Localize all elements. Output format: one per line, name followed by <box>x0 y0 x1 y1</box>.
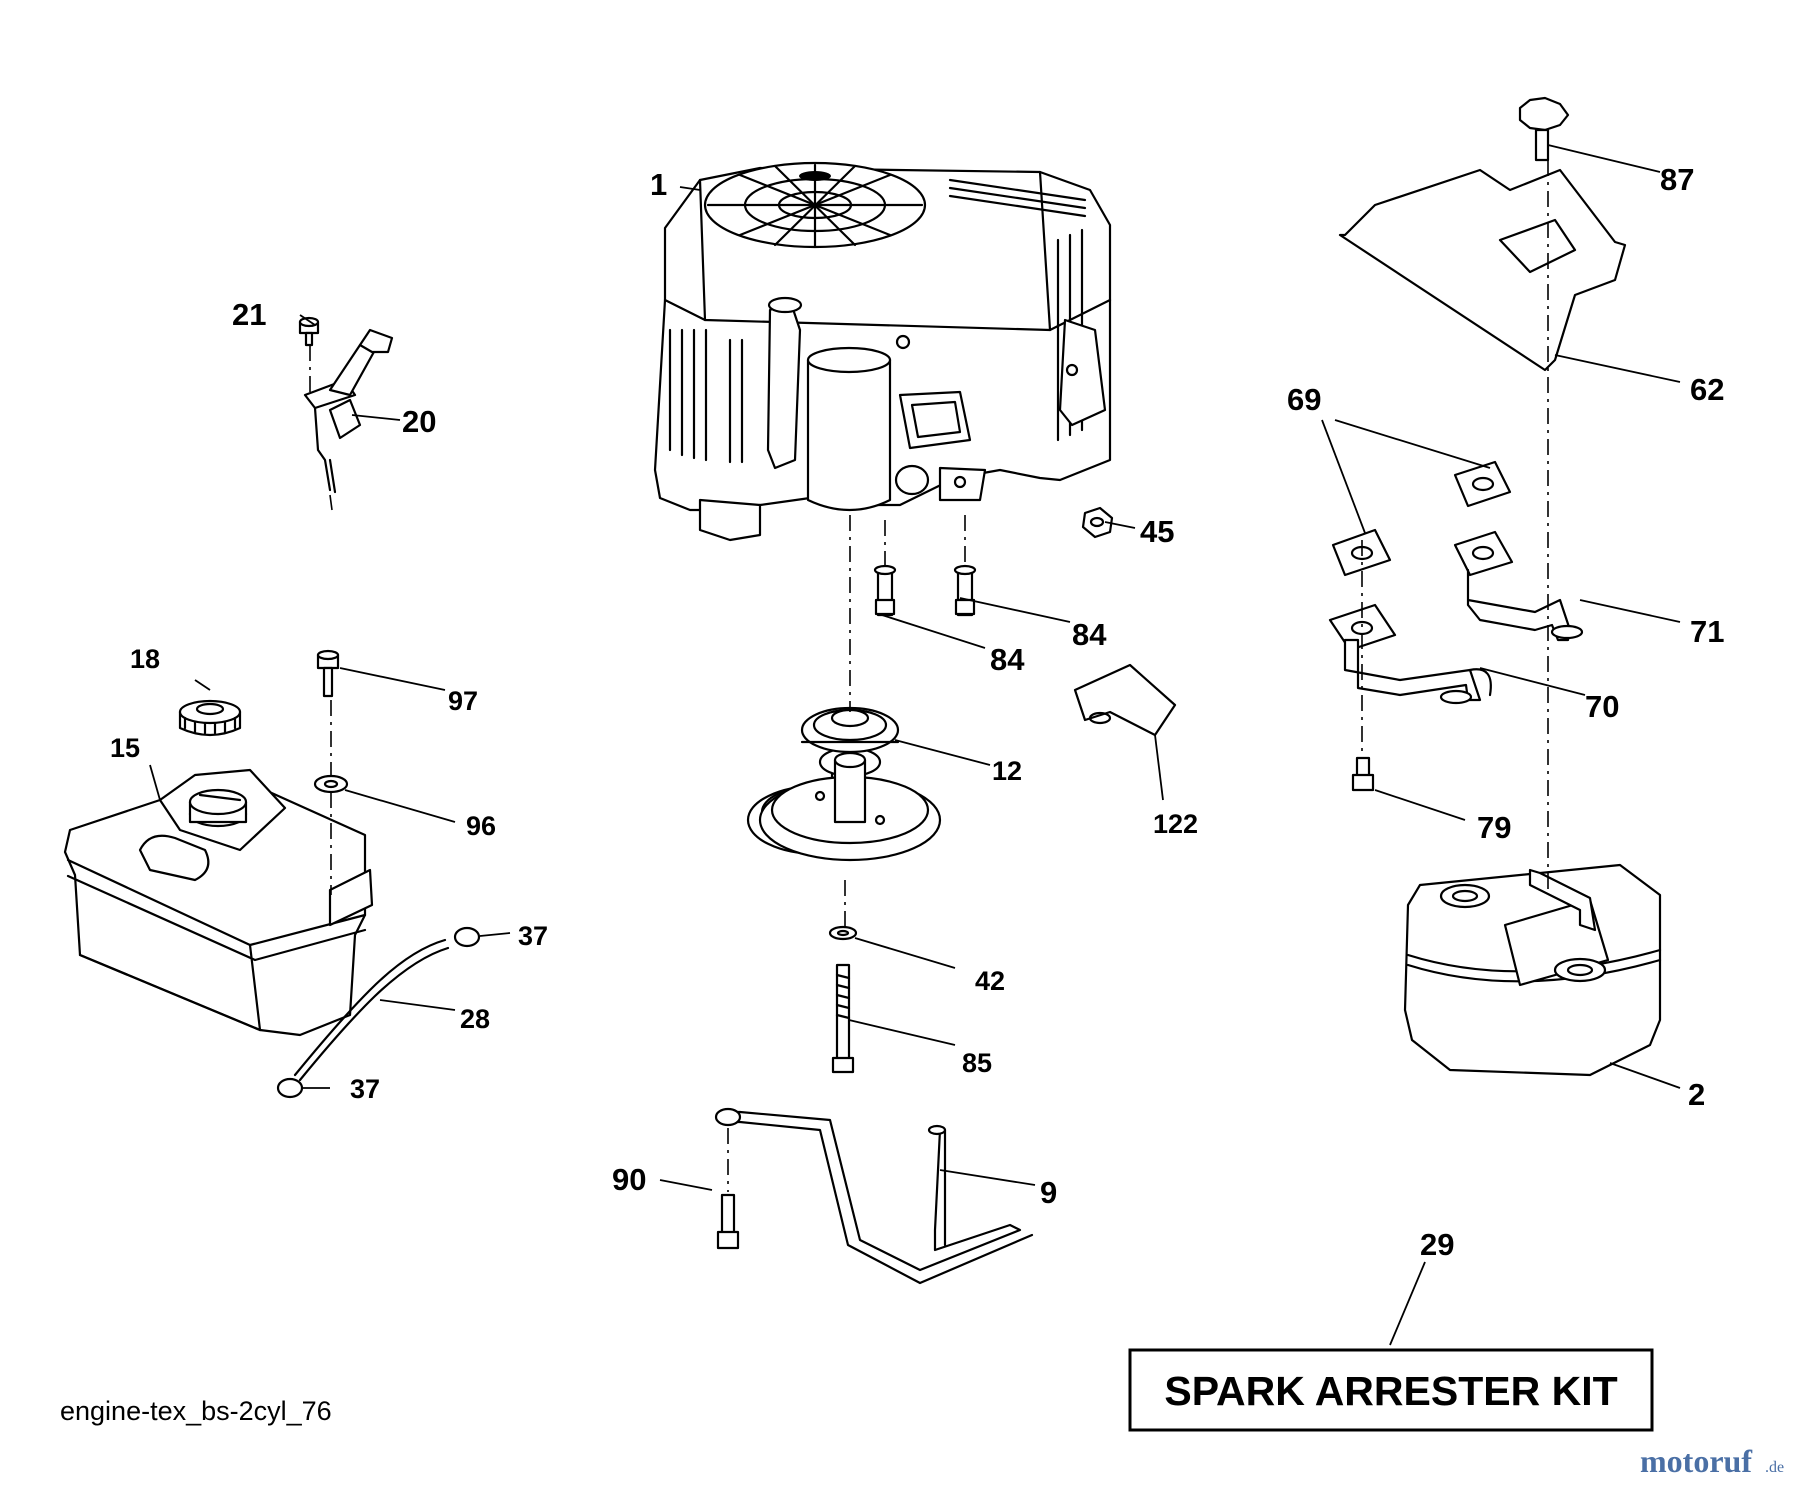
hose-part-28 <box>293 938 450 1082</box>
fuel-cap-part-18 <box>178 699 242 737</box>
spark-arrester-kit-box: SPARK ARRESTER KIT <box>1128 1348 1654 1432</box>
callout-labels: 1 87 62 69 71 70 79 2 29 45 84 84 12 122… <box>110 162 1724 1262</box>
callout-21: 21 <box>232 297 266 332</box>
drawing-code: engine-tex_bs-2cyl_76 <box>60 1396 332 1426</box>
exhaust-pipe-part-71 <box>1453 530 1584 642</box>
callout-28: 28 <box>460 1004 490 1034</box>
callout-2: 2 <box>1688 1077 1705 1112</box>
callout-42: 42 <box>975 966 1005 996</box>
deflector-part-122 <box>1073 663 1177 737</box>
bolt-part-90 <box>716 1193 740 1250</box>
callout-71: 71 <box>1690 614 1724 649</box>
spark-arrester-kit-label: SPARK ARRESTER KIT <box>1164 1368 1617 1414</box>
callout-18: 18 <box>130 644 160 674</box>
callout-15: 15 <box>110 733 140 763</box>
callout-84b: 84 <box>1072 617 1107 652</box>
bolt-part-85 <box>831 963 855 1074</box>
washer-part-96 <box>313 774 349 794</box>
clamp-part-37a <box>453 926 481 948</box>
callout-87: 87 <box>1660 162 1694 197</box>
callout-29: 29 <box>1420 1227 1454 1262</box>
callout-70: 70 <box>1585 689 1619 724</box>
watermark-suffix: .de <box>1765 1459 1784 1476</box>
fuel-tank-part-15 <box>63 768 374 1037</box>
callout-37b: 37 <box>350 1074 380 1104</box>
bracket-part-9 <box>714 1107 1034 1285</box>
callout-1: 1 <box>650 167 667 202</box>
muffler-part-2 <box>1403 863 1662 1077</box>
callout-85: 85 <box>962 1048 992 1078</box>
exhaust-pipe-part-70 <box>1328 603 1492 705</box>
callout-12: 12 <box>992 756 1022 786</box>
knob-part-87 <box>1518 96 1570 162</box>
callout-37a: 37 <box>518 921 548 951</box>
callout-79: 79 <box>1477 810 1511 845</box>
callout-84a: 84 <box>990 642 1025 677</box>
washer-part-42 <box>828 925 858 941</box>
nut-part-45 <box>1081 506 1114 539</box>
bolt-part-79 <box>1351 756 1375 792</box>
callout-20: 20 <box>402 404 436 439</box>
callout-90: 90 <box>612 1162 646 1197</box>
leader-lines <box>149 144 1681 1346</box>
callout-96: 96 <box>466 811 496 841</box>
callout-122: 122 <box>1153 809 1198 839</box>
screw-part-97 <box>316 649 340 698</box>
engine-part-1 <box>653 161 1112 542</box>
callout-9: 9 <box>1040 1175 1057 1210</box>
watermark: motoruf .de <box>1640 1443 1784 1479</box>
watermark-text: motoruf <box>1640 1443 1752 1479</box>
gasket-part-69b <box>1453 460 1512 508</box>
throttle-control-part-20 <box>303 328 394 511</box>
callout-62: 62 <box>1690 372 1724 407</box>
bolt-part-84a <box>873 564 897 617</box>
bolt-part-84b <box>953 564 977 617</box>
assembly-lines <box>330 160 1549 1192</box>
pulley-part-12 <box>746 706 942 862</box>
clamp-part-37b <box>276 1077 304 1099</box>
heat-shield-part-62 <box>1338 168 1627 372</box>
callout-97: 97 <box>448 686 478 716</box>
callout-69: 69 <box>1287 382 1321 417</box>
callout-45: 45 <box>1140 514 1174 549</box>
